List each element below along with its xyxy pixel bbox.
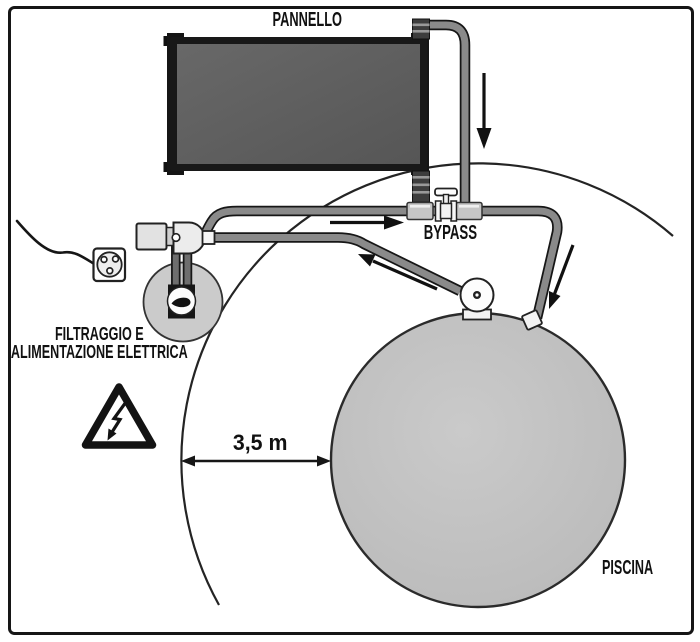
pool [329, 311, 627, 609]
panel-bottom-fitting [412, 170, 430, 203]
pool-inlet-fitting [521, 309, 543, 331]
electrical-hazard-icon [81, 383, 157, 449]
power-cable [15, 219, 95, 265]
flow-arrow-right [330, 215, 404, 230]
flow-arrow-return [358, 254, 438, 291]
return-pipe [213, 232, 463, 296]
filter-window [166, 284, 197, 319]
bypass-valve-icon [406, 187, 483, 222]
pool-pump-wheel-icon [459, 277, 495, 321]
flow-arrow-down [476, 73, 492, 149]
boundary-arc [180, 162, 674, 606]
distance-arrow [181, 455, 331, 467]
panel-top-fitting [412, 18, 430, 40]
solar-panel [163, 18, 430, 203]
power-socket-icon [92, 247, 127, 283]
flow-arrow-inlet [549, 244, 575, 309]
pump-motor-icon [135, 221, 216, 255]
panel-outlet-pipe [424, 19, 471, 208]
